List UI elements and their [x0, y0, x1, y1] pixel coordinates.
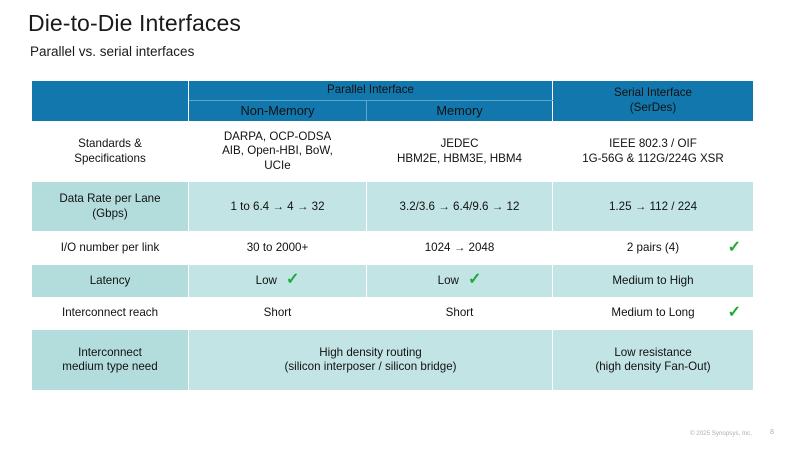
cell-line2: HBM2E, HBM3E, HBM4 — [397, 151, 522, 165]
row-label-interconnect-reach: Interconnect reach — [31, 296, 189, 331]
header-serial-interface: Serial Interface (SerDes) — [552, 80, 754, 122]
cell-reach-memory: Short — [366, 296, 553, 331]
cell-line2: (high density Fan-Out) — [595, 360, 711, 374]
cell-data-rate-memory: 3.2/3.6 → 6.4/9.6 → 12 — [366, 181, 553, 233]
header-corner-cell — [31, 80, 189, 122]
cell-text: Medium to Long — [611, 306, 695, 320]
cell-text: Low — [437, 273, 459, 287]
cell-line2: AIB, Open-HBI, BoW, — [222, 144, 333, 158]
table-row: Latency Low ✓ Low ✓ Medium to High — [31, 264, 754, 298]
cell-latency-memory: Low ✓ — [366, 264, 553, 298]
table-row: Interconnect medium type need High densi… — [31, 329, 754, 391]
cell-line1: High density routing — [319, 345, 422, 359]
check-icon: ✓ — [467, 270, 482, 288]
cell-line1: IEEE 802.3 / OIF — [609, 136, 697, 150]
header-row-top: Parallel Interface Serial Interface (Ser… — [31, 80, 754, 122]
footer-copyright: © 2025 Synopsys, Inc. — [690, 430, 752, 437]
cell-standards-memory: JEDEC HBM2E, HBM3E, HBM4 — [366, 120, 553, 183]
table-row: Data Rate per Lane (Gbps) 1 to 6.4 → 4 →… — [31, 181, 754, 233]
cell-reach-non-memory: Short — [188, 296, 367, 331]
cell-line2: 1G-56G & 112G/224G XSR — [582, 151, 724, 165]
cell-standards-non-memory: DARPA, OCP-ODSA AIB, Open-HBI, BoW, UCIe — [188, 120, 367, 183]
cell-io-non-memory: 30 to 2000+ — [188, 231, 367, 266]
row-label-line1: Data Rate per Lane — [59, 192, 161, 206]
cell-medium-parallel-merged: High density routing (silicon interposer… — [188, 329, 553, 391]
check-icon: ✓ — [727, 238, 741, 256]
cell-reach-serial: Medium to Long ✓ — [552, 296, 754, 331]
page-subtitle: Parallel vs. serial interfaces — [30, 44, 195, 59]
table-row: I/O number per link 30 to 2000+ 1024 → 2… — [31, 231, 754, 266]
row-label-data-rate: Data Rate per Lane (Gbps) — [31, 181, 189, 233]
header-parallel-interface: Parallel Interface — [188, 80, 553, 101]
row-label-standards: Standards & Specifications — [31, 120, 189, 183]
table-row: Interconnect reach Short Short Medium to… — [31, 296, 754, 331]
cell-io-memory: 1024 → 2048 — [366, 231, 553, 266]
page-title: Die-to-Die Interfaces — [28, 10, 242, 36]
row-label-medium-type: Interconnect medium type need — [31, 329, 189, 391]
cell-data-rate-non-memory: 1 to 6.4 → 4 → 32 — [188, 181, 367, 233]
header-serial-line2: (SerDes) — [629, 100, 677, 114]
cell-line2: (silicon interposer / silicon bridge) — [284, 360, 457, 374]
cell-text: Low — [255, 273, 277, 287]
cell-data-rate-serial: 1.25 → 112 / 224 — [552, 181, 754, 233]
row-label-line1: Interconnect — [78, 345, 142, 359]
check-icon: ✓ — [727, 304, 741, 322]
row-label-line1: Standards & — [78, 136, 142, 150]
cell-content: Low ✓ — [371, 270, 548, 289]
table-header: Parallel Interface Serial Interface (Ser… — [31, 80, 754, 122]
cell-line1: DARPA, OCP-ODSA — [223, 129, 332, 143]
row-label-line2: Specifications — [74, 151, 146, 165]
row-label-latency: Latency — [31, 264, 189, 298]
header-non-memory: Non-Memory — [188, 99, 367, 122]
footer-page-number: 8 — [770, 429, 774, 436]
cell-io-serial: 2 pairs (4) ✓ — [552, 231, 754, 266]
comparison-table-container: Parallel Interface Serial Interface (Ser… — [31, 80, 754, 391]
table-row: Standards & Specifications DARPA, OCP-OD… — [31, 120, 754, 183]
header-memory: Memory — [366, 99, 553, 122]
row-label-line2: (Gbps) — [92, 206, 128, 220]
header-serial-line1: Serial Interface — [614, 86, 692, 100]
cell-medium-serial: Low resistance (high density Fan-Out) — [552, 329, 754, 391]
row-label-io-number: I/O number per link — [31, 231, 189, 266]
cell-latency-non-memory: Low ✓ — [188, 264, 367, 298]
row-label-line2: medium type need — [62, 360, 158, 374]
cell-line1: JEDEC — [440, 136, 479, 150]
cell-line1: Low resistance — [614, 345, 692, 359]
cell-content: Low ✓ — [193, 270, 362, 289]
cell-text: 2 pairs (4) — [626, 240, 680, 254]
cell-latency-serial: Medium to High — [552, 264, 754, 298]
header-row-sub: Non-Memory Memory — [32, 99, 754, 122]
table-body: Standards & Specifications DARPA, OCP-OD… — [31, 120, 754, 391]
comparison-table: Parallel Interface Serial Interface (Ser… — [31, 80, 754, 391]
cell-standards-serial: IEEE 802.3 / OIF 1G-56G & 112G/224G XSR — [552, 120, 754, 183]
cell-line3: UCIe — [264, 158, 291, 172]
check-icon: ✓ — [285, 270, 300, 288]
